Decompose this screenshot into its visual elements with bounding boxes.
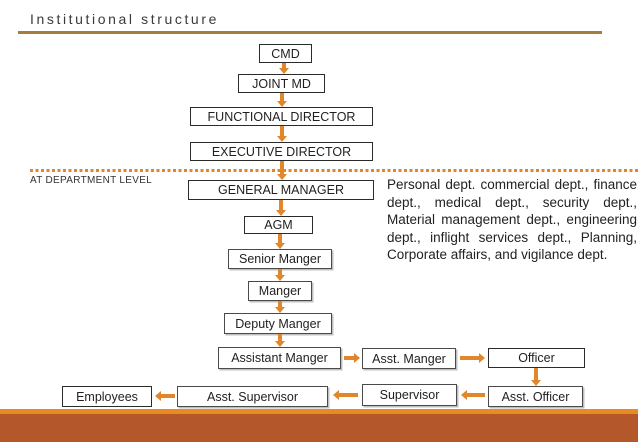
footer-band [0,414,638,442]
node-executive-director: EXECUTIVE DIRECTOR [190,142,373,161]
arrow-manager-to-deputy-manager [275,301,285,313]
arrow-officer-to-asst-officer [531,368,541,386]
department-level-label: AT DEPARTMENT LEVEL [30,175,153,186]
node-senior-manager: Senior Manger [228,249,332,269]
page-title: Institutional structure [30,11,219,27]
node-manager: Manger [248,281,312,301]
node-asst-supervisor: Asst. Supervisor [177,386,328,407]
node-asst-officer: Asst. Officer [488,386,583,407]
node-agm: AGM [244,216,313,234]
node-general-manager: GENERAL MANAGER [188,180,374,200]
node-joint-md: JOINT MD [238,74,325,93]
arrow-general-manager-to-agm [276,200,286,216]
arrow-cmd-to-joint-md [279,63,289,74]
node-cmd: CMD [259,44,312,63]
arrow-functional-to-executive-director [277,126,287,142]
node-functional-director: FUNCTIONAL DIRECTOR [190,107,373,126]
arrow-asst-manager-to-officer [460,353,485,363]
node-assistant-manager: Assistant Manger [218,347,341,369]
node-employees: Employees [62,386,152,407]
node-supervisor: Supervisor [362,384,457,406]
departments-note: Personal dept. commercial dept., finance… [387,177,637,263]
arrow-agm-to-senior-manager [275,234,285,249]
arrow-deputy-manager-to-assistant-manager [275,334,285,347]
arrow-assistant-manager-to-asst-manager [344,353,360,363]
footer-stripe [0,409,638,414]
arrow-supervisor-to-asst-supervisor [333,390,358,400]
arrow-asst-officer-to-supervisor [461,390,485,400]
node-officer: Officer [488,348,585,368]
arrow-asst-supervisor-to-employees [155,391,175,401]
arrow-senior-manager-to-manager [275,269,285,281]
node-asst-manager: Asst. Manger [362,348,456,369]
arrow-joint-md-to-functional-director [277,93,287,107]
node-deputy-manager: Deputy Manger [224,313,332,334]
department-level-divider [30,169,638,172]
title-underline [18,31,602,34]
arrow-executive-director-to-general-manager [277,161,287,180]
